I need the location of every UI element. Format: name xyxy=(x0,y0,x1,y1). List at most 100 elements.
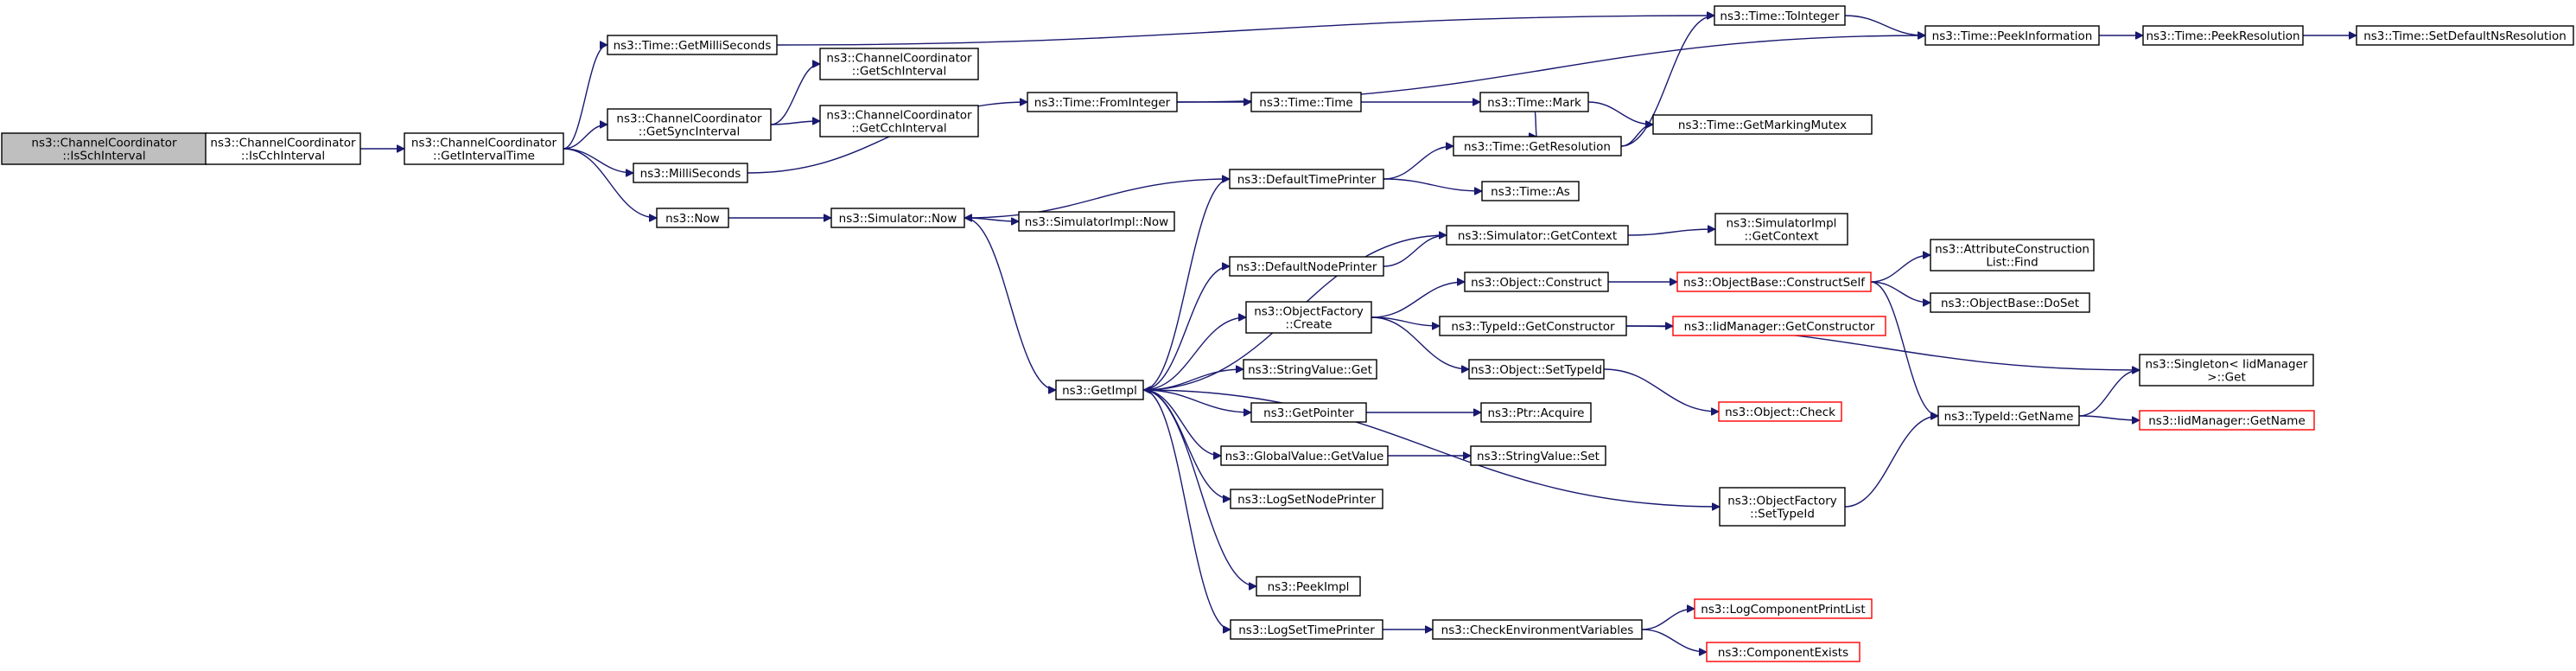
node-box xyxy=(830,208,965,228)
edge-line xyxy=(1142,389,1251,412)
node-log-set-time-printer[interactable]: ns3::LogSetTimePrinter xyxy=(1230,619,1383,640)
node-get-milli-seconds[interactable]: ns3::Time::GetMilliSeconds xyxy=(607,35,778,55)
node-box xyxy=(404,132,564,165)
node-milli-seconds[interactable]: ns3::MilliSeconds xyxy=(633,163,748,183)
node-iid-get-constructor[interactable]: ns3::IidManager::GetConstructor xyxy=(1672,316,1886,336)
node-string-value-get[interactable]: ns3::StringValue::Get xyxy=(1243,359,1377,380)
node-box xyxy=(1930,292,2090,313)
node-get-marking-mutex[interactable]: ns3::Time::GetMarkingMutex xyxy=(1652,114,1873,135)
edge-line xyxy=(1620,16,1714,147)
node-box xyxy=(2139,354,2314,387)
node-get-sch-interval[interactable]: ns3::ChannelCoordinator::GetSchInterval xyxy=(819,48,979,80)
node-to-integer[interactable]: ns3::Time::ToInteger xyxy=(1714,5,1846,26)
edge-line xyxy=(1142,179,1231,391)
node-box xyxy=(1714,5,1846,26)
node-type-id-get-name[interactable]: ns3::TypeId::GetName xyxy=(1937,406,2080,426)
node-label: ns3::Object::Construct xyxy=(1471,276,1602,290)
node-box xyxy=(607,35,778,55)
node-default-node-printer[interactable]: ns3::DefaultNodePrinter xyxy=(1229,256,1384,277)
node-time-as[interactable]: ns3::Time::As xyxy=(1481,181,1580,201)
node-get-cch-interval[interactable]: ns3::ChannelCoordinator::GetCchInterval xyxy=(819,105,979,137)
node-now[interactable]: ns3::Now xyxy=(656,208,729,228)
node-label: ::IsSchInterval xyxy=(62,150,145,163)
node-sim-impl-now[interactable]: ns3::SimulatorImpl::Now xyxy=(1018,211,1175,232)
node-do-set[interactable]: ns3::ObjectBase::DoSet xyxy=(1930,292,2090,313)
edge-line xyxy=(776,16,1714,46)
node-box xyxy=(1479,92,1589,112)
node-box xyxy=(2142,25,2304,46)
node-is-cch[interactable]: ns3::ChannelCoordinator::IsCchInterval xyxy=(205,132,361,165)
node-label: ns3::ObjectFactory xyxy=(1254,305,1364,319)
node-obj-factory-set-type-id[interactable]: ns3::ObjectFactory::SetTypeId xyxy=(1719,487,1846,527)
node-box xyxy=(1027,92,1178,112)
node-get-impl[interactable]: ns3::GetImpl xyxy=(1055,380,1144,400)
edge-getImpl-to-globalValueGetValue xyxy=(1142,389,1221,456)
edge-line xyxy=(1870,255,1930,283)
node-get-pointer[interactable]: ns3::GetPointer xyxy=(1250,402,1367,423)
node-sim-impl-get-context[interactable]: ns3::SimulatorImpl::GetContext xyxy=(1714,213,1848,246)
node-box xyxy=(1439,316,1627,336)
node-label: List::Find xyxy=(1986,256,2038,270)
node-singleton-get[interactable]: ns3::Singleton< IidManager >::Get xyxy=(2139,354,2314,387)
edge-getImpl-to-objFactoryCreate xyxy=(1142,317,1246,391)
node-box xyxy=(1230,489,1383,509)
node-label: ns3::ObjectBase::DoSet xyxy=(1941,297,2079,310)
node-check-env-vars[interactable]: ns3::CheckEnvironmentVariables xyxy=(1432,619,1643,640)
node-label: ::Create xyxy=(1286,318,1333,332)
node-from-integer[interactable]: ns3::Time::FromInteger xyxy=(1027,92,1178,112)
node-peek-impl[interactable]: ns3::PeekImpl xyxy=(1256,576,1361,597)
node-label: ns3::IidManager::GetConstructor xyxy=(1684,320,1875,334)
node-label: ns3::ChannelCoordinator xyxy=(31,137,177,150)
node-sim-get-context[interactable]: ns3::Simulator::GetContext xyxy=(1446,225,1629,246)
edge-line xyxy=(1142,389,1231,629)
node-obj-factory-create[interactable]: ns3::ObjectFactory::Create xyxy=(1245,301,1372,334)
node-label: ns3::ChannelCoordinator xyxy=(210,137,356,150)
edge-getResolution-to-toInteger xyxy=(1620,16,1714,147)
call-nodes: ns3::ChannelCoordinator::IsSchIntervalns… xyxy=(1,5,2574,662)
node-box xyxy=(2139,410,2315,431)
node-get-interval-time[interactable]: ns3::ChannelCoordinator::GetIntervalTime xyxy=(404,132,564,165)
edge-constructSelf-to-attrListFind xyxy=(1870,255,1930,283)
node-iid-get-name[interactable]: ns3::IidManager::GetName xyxy=(2139,410,2315,431)
node-label: ::GetSyncInterval xyxy=(639,125,740,139)
node-label: ns3::ChannelCoordinator xyxy=(411,137,557,150)
node-label: ::IsCchInterval xyxy=(241,150,325,163)
edge-line xyxy=(1142,389,1231,499)
node-time-mark[interactable]: ns3::Time::Mark xyxy=(1479,92,1589,112)
edge-line xyxy=(1627,229,1715,236)
node-label: ns3::Object::Check xyxy=(1725,406,1835,419)
node-object-check[interactable]: ns3::Object::Check xyxy=(1718,401,1842,422)
node-get-sync-interval[interactable]: ns3::ChannelCoordinator::GetSyncInterval xyxy=(607,108,772,141)
node-string-value-set[interactable]: ns3::StringValue::Set xyxy=(1470,445,1606,466)
node-construct-self[interactable]: ns3::ObjectBase::ConstructSelf xyxy=(1676,272,1872,292)
node-get-resolution[interactable]: ns3::Time::GetResolution xyxy=(1453,136,1622,157)
edge-line xyxy=(2078,415,2140,420)
node-label: ns3::AttributeConstruction xyxy=(1935,243,2089,257)
edge-line xyxy=(563,125,608,150)
node-log-set-node-printer[interactable]: ns3::LogSetNodePrinter xyxy=(1230,489,1383,509)
node-global-value-get-value[interactable]: ns3::GlobalValue::GetValue xyxy=(1220,445,1389,466)
node-object-construct[interactable]: ns3::Object::Construct xyxy=(1464,272,1609,292)
node-box xyxy=(1718,401,1842,422)
node-set-default-ns-resolution[interactable]: ns3::Time::SetDefaultNsResolution xyxy=(2356,25,2574,46)
node-peek-resolution[interactable]: ns3::Time::PeekResolution xyxy=(2142,25,2304,46)
node-type-id-get-constructor[interactable]: ns3::TypeId::GetConstructor xyxy=(1439,316,1627,336)
edge-getImpl-to-objFactorySetTypeId xyxy=(1142,389,1720,507)
node-box xyxy=(1930,239,2095,272)
node-ptr-acquire[interactable]: ns3::Ptr::Acquire xyxy=(1480,402,1592,423)
node-peek-information[interactable]: ns3::Time::PeekInformation xyxy=(1924,25,2100,46)
node-log-component-print-list[interactable]: ns3::LogComponentPrintList xyxy=(1694,598,1873,619)
node-time-time[interactable]: ns3::Time::Time xyxy=(1250,92,1362,112)
edge-getMilliSeconds-to-toInteger xyxy=(776,16,1714,46)
node-box xyxy=(1706,642,1860,662)
node-component-exists[interactable]: ns3::ComponentExists xyxy=(1706,642,1860,662)
node-is-sch[interactable]: ns3::ChannelCoordinator::IsSchInterval xyxy=(1,132,207,165)
node-default-time-printer[interactable]: ns3::DefaultTimePrinter xyxy=(1229,169,1384,189)
node-label: ns3::PeekImpl xyxy=(1268,580,1350,594)
node-label: ns3::CheckEnvironmentVariables xyxy=(1441,623,1634,637)
node-box xyxy=(1468,359,1605,380)
edge-getImpl-to-defaultNodePrinter xyxy=(1142,266,1230,391)
node-object-set-type-id[interactable]: ns3::Object::SetTypeId xyxy=(1468,359,1605,380)
node-sim-now[interactable]: ns3::Simulator::Now xyxy=(830,208,965,228)
